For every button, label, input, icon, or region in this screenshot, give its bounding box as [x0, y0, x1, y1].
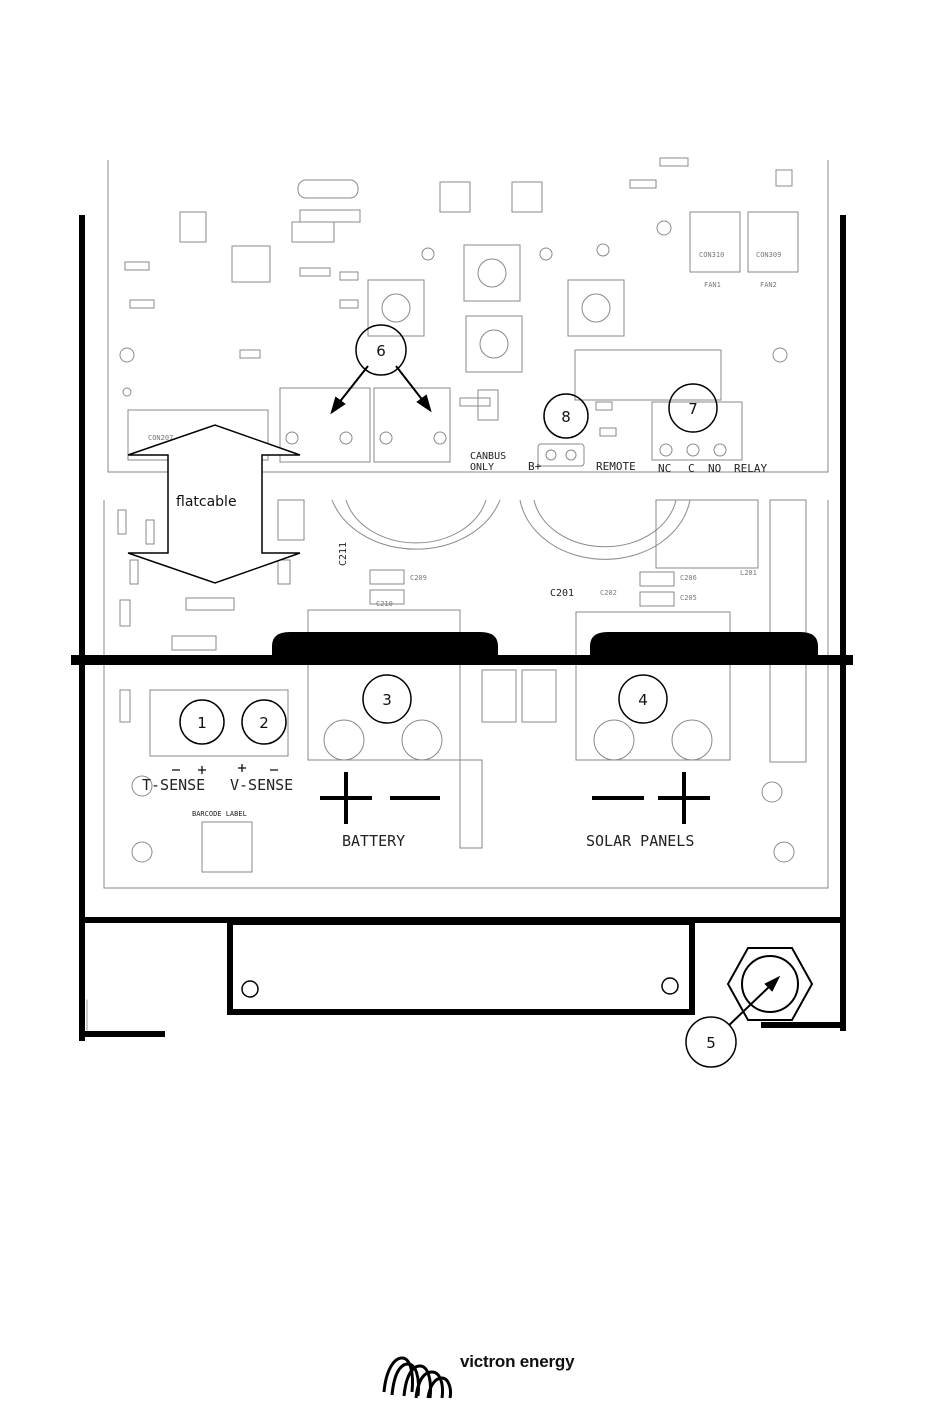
callout-1: 1 — [180, 700, 224, 744]
fan1-label: FAN1 — [704, 281, 721, 289]
victron-waves-icon — [384, 1358, 451, 1398]
svg-text:4: 4 — [638, 691, 648, 709]
battery-polarity-marks — [320, 772, 440, 824]
svg-text:1: 1 — [197, 714, 207, 732]
c211-label: C211 — [338, 542, 349, 566]
bracket-hole-right — [662, 978, 678, 994]
callout-7: 7 — [669, 384, 717, 432]
svg-text:2: 2 — [259, 714, 269, 732]
callout-3: 3 — [363, 675, 411, 723]
victron-brand-text: victron energy — [460, 1352, 574, 1372]
canbus-only-label-2: ONLY — [470, 462, 494, 473]
callout-2: 2 — [242, 700, 286, 744]
svg-text:3: 3 — [382, 691, 392, 709]
svg-text:5: 5 — [706, 1034, 716, 1052]
t-sense-label: T-SENSE — [142, 776, 205, 794]
c209-label: C209 — [410, 574, 427, 582]
solar-terminal-cover — [590, 632, 818, 662]
battery-label: BATTERY — [342, 832, 405, 850]
svg-text:8: 8 — [561, 408, 571, 426]
flatcable-label: flatcable — [176, 494, 237, 510]
c201-label: C201 — [550, 588, 574, 599]
c202-label: C202 — [600, 589, 617, 597]
c210-label: C210 — [376, 600, 393, 608]
svg-text:7: 7 — [688, 400, 698, 418]
solar-panels-label: SOLAR PANELS — [586, 832, 694, 850]
solar-polarity-marks — [592, 772, 710, 824]
callout-8: 8 — [544, 394, 588, 438]
sense-polarity-marks — [172, 764, 278, 774]
b-plus-label: B+ — [528, 460, 542, 473]
c206-label: C206 — [680, 574, 697, 582]
callout-5: 5 — [686, 1017, 736, 1067]
flatcable-arrow: flatcable — [128, 425, 300, 583]
nc-label: NC — [658, 462, 671, 475]
enclosure — [76, 218, 848, 1038]
callout-4: 4 — [619, 675, 667, 723]
fan2-label: FAN2 — [760, 281, 777, 289]
l201-label: L201 — [740, 569, 757, 577]
barcode-label-text: BARCODE LABEL — [192, 810, 247, 818]
no-label: NO — [708, 462, 721, 475]
c-label: C — [688, 462, 695, 475]
callout-6: 6 — [356, 325, 406, 375]
canbus-only-label-1: CANBUS — [470, 451, 506, 462]
con310-label: CON310 — [699, 251, 724, 259]
v-sense-label: V-SENSE — [230, 776, 293, 794]
battery-terminal-cover — [272, 632, 498, 662]
svg-text:6: 6 — [376, 342, 386, 360]
c205-label: C205 — [680, 594, 697, 602]
remote-label: REMOTE — [596, 460, 636, 473]
bracket-hole-left — [242, 981, 258, 997]
con309-label: CON309 — [756, 251, 781, 259]
relay-label: RELAY — [734, 462, 767, 475]
